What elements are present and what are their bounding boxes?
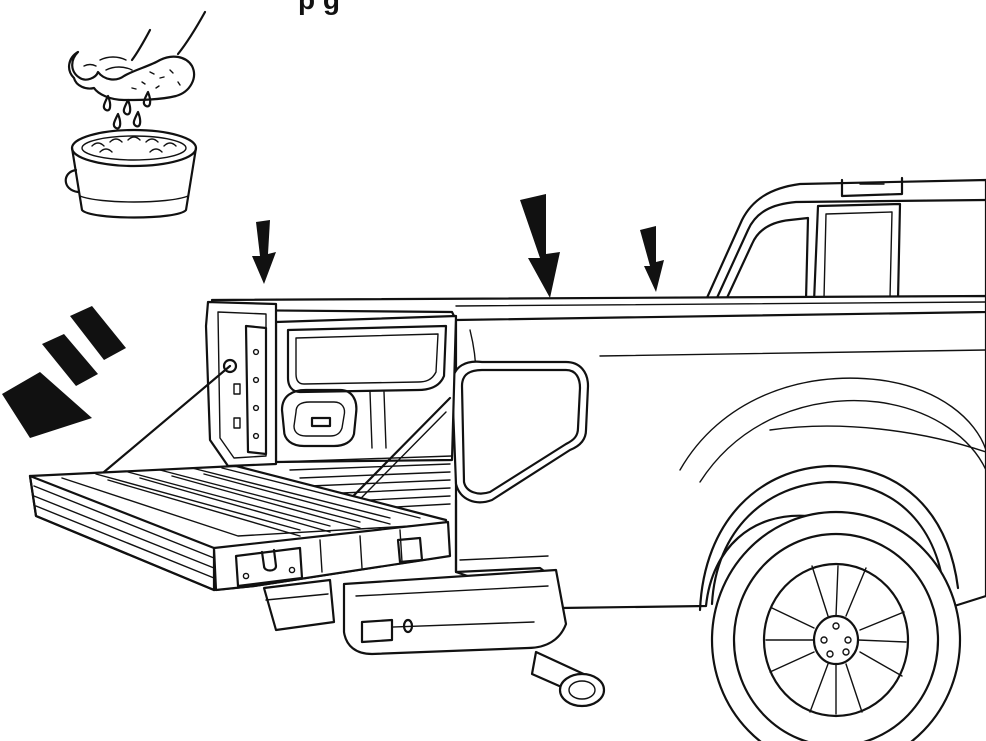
- tailgate: [28, 464, 452, 592]
- cropped-heading-text: p g: [298, 0, 838, 17]
- rear-wheel: [710, 510, 962, 741]
- pickup-truck: [28, 176, 986, 741]
- bucket-icon: [64, 128, 198, 219]
- triple-chevron-arrow-icon: [2, 306, 126, 438]
- soap-and-water-icon: [64, 10, 207, 219]
